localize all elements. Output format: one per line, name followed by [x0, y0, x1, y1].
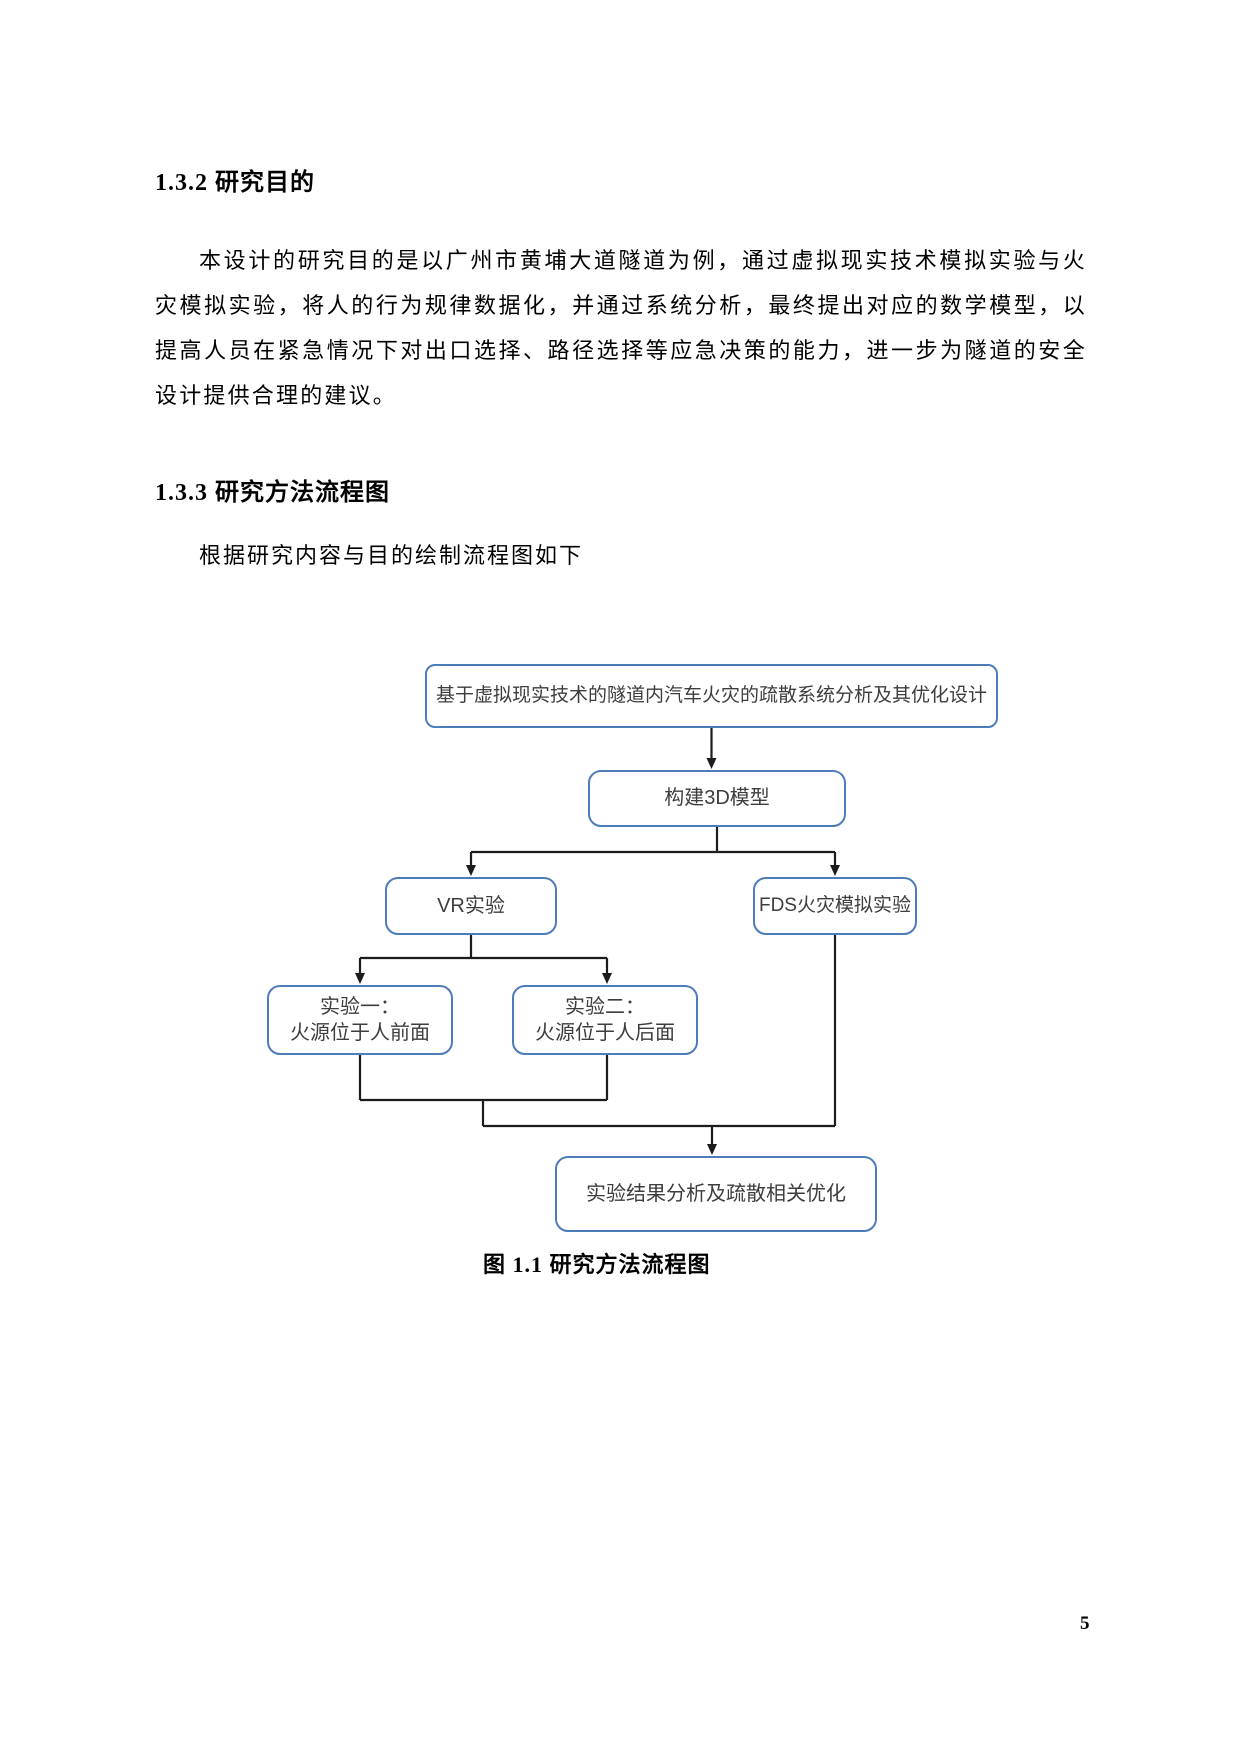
flowchart-node-vr-experiment: VR实验	[385, 877, 557, 935]
flowchart-intro-text: 根据研究内容与目的绘制流程图如下	[199, 543, 584, 568]
section-heading-research-purpose: 1.3.2 研究目的	[155, 170, 315, 196]
experiment-1-description: 火源位于人前面	[290, 1022, 430, 1044]
experiment-2-description: 火源位于人后面	[535, 1022, 675, 1044]
page-number: 5	[1080, 1613, 1090, 1634]
experiment-2-title: 实验二：	[565, 995, 645, 1018]
research-purpose-paragraph: 本设计的研究目的是以广州市黄埔大道隧道为例，通过虚拟现实技术模拟实验与火灾模拟实…	[155, 248, 1087, 408]
flowchart-node-result-analysis: 实验结果分析及疏散相关优化	[555, 1156, 877, 1232]
flowchart-node-build-3d-model: 构建3D模型	[588, 770, 846, 827]
flowchart-node-fds-fire-simulation: FDS火灾模拟实验	[753, 877, 917, 935]
flowchart-node-main-topic: 基于虚拟现实技术的隧道内汽车火灾的疏散系统分析及其优化设计	[425, 664, 998, 728]
flowchart-node-experiment-2: 实验二： 火源位于人后面	[512, 985, 698, 1055]
figure-caption: 图 1.1 研究方法流程图	[483, 1252, 711, 1277]
section-heading-method-flowchart: 1.3.3 研究方法流程图	[155, 480, 390, 506]
experiment-1-title: 实验一：	[320, 995, 400, 1018]
flowchart-node-experiment-1: 实验一： 火源位于人前面	[267, 985, 453, 1055]
